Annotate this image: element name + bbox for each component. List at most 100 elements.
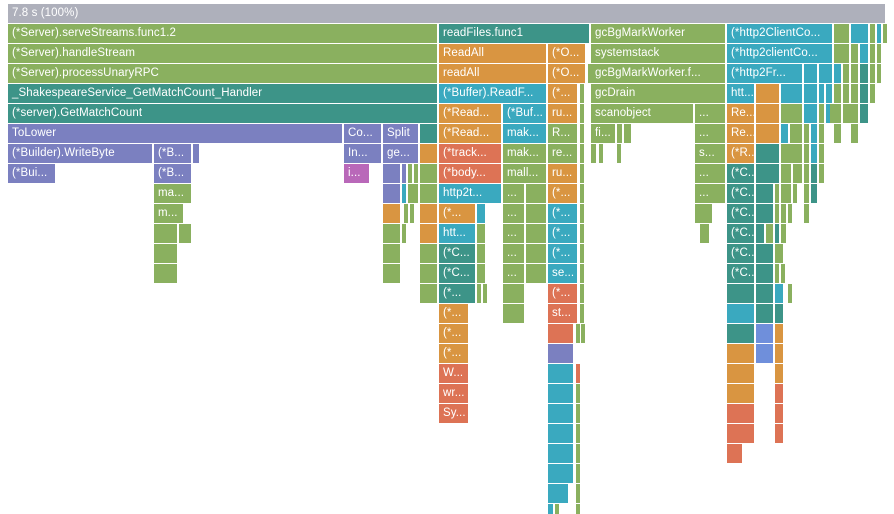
- flame-frame[interactable]: [727, 284, 755, 304]
- flame-frame[interactable]: mall...: [503, 164, 547, 184]
- flame-frame[interactable]: se...: [548, 264, 578, 284]
- flame-frame[interactable]: ru...: [548, 104, 578, 124]
- flame-frame[interactable]: mak...: [503, 144, 547, 164]
- flame-frame[interactable]: [580, 204, 585, 224]
- flame-frame[interactable]: [775, 424, 784, 444]
- flame-frame[interactable]: [477, 224, 486, 244]
- flame-frame[interactable]: (*body...: [439, 164, 502, 184]
- flame-frame[interactable]: [404, 204, 409, 224]
- flame-frame[interactable]: [193, 144, 200, 164]
- flame-frame[interactable]: [819, 104, 825, 124]
- flame-frame[interactable]: (*C...: [727, 244, 755, 264]
- flame-frame[interactable]: [811, 164, 818, 184]
- flame-frame[interactable]: (*Server).serveStreams.func1.2: [8, 24, 438, 44]
- flame-frame[interactable]: [580, 84, 585, 104]
- flame-frame[interactable]: mak...: [503, 124, 547, 144]
- flame-frame[interactable]: [548, 404, 574, 424]
- flame-frame[interactable]: [580, 264, 585, 284]
- flame-frame[interactable]: [383, 204, 401, 224]
- flame-frame[interactable]: [526, 204, 547, 224]
- flame-frame[interactable]: [877, 24, 882, 44]
- flame-frame[interactable]: [548, 424, 574, 444]
- flame-frame[interactable]: [819, 84, 825, 104]
- flame-frame[interactable]: htt...: [727, 84, 755, 104]
- flame-frame[interactable]: [576, 324, 581, 344]
- flame-frame[interactable]: (*Bui...: [8, 164, 56, 184]
- flame-frame[interactable]: (*Read...: [439, 124, 502, 144]
- flame-frame[interactable]: [548, 324, 574, 344]
- flame-frame[interactable]: [548, 484, 569, 504]
- flame-frame[interactable]: [781, 124, 789, 144]
- flame-frame[interactable]: [834, 44, 850, 64]
- flame-frame[interactable]: [420, 204, 438, 224]
- flame-frame[interactable]: (*track...: [439, 144, 502, 164]
- flame-frame[interactable]: (*Server).handleStream: [8, 44, 438, 64]
- flame-frame[interactable]: [383, 224, 401, 244]
- flame-frame[interactable]: [804, 184, 810, 204]
- flame-frame[interactable]: [420, 184, 438, 204]
- flame-frame[interactable]: [580, 304, 585, 324]
- flame-frame[interactable]: [804, 164, 810, 184]
- flame-frame[interactable]: [819, 164, 825, 184]
- flame-frame[interactable]: [756, 344, 774, 364]
- flame-frame[interactable]: [781, 104, 803, 124]
- flame-frame[interactable]: [576, 384, 581, 404]
- flame-frame[interactable]: [781, 204, 787, 224]
- flame-frame[interactable]: [870, 64, 876, 84]
- flame-frame[interactable]: [576, 364, 581, 384]
- flame-frame[interactable]: [811, 144, 818, 164]
- flame-frame[interactable]: (*O...: [548, 44, 586, 64]
- flame-frame[interactable]: [402, 164, 407, 184]
- flame-frame[interactable]: ReadAll: [439, 44, 547, 64]
- flame-frame[interactable]: (*...: [439, 284, 476, 304]
- flame-frame[interactable]: [526, 184, 547, 204]
- flame-frame[interactable]: [548, 344, 574, 364]
- flame-frame[interactable]: [408, 164, 413, 184]
- flame-frame[interactable]: [477, 244, 486, 264]
- flame-frame[interactable]: [775, 284, 784, 304]
- flame-frame[interactable]: (*...: [548, 284, 578, 304]
- flame-frame[interactable]: [727, 424, 755, 444]
- flame-frame[interactable]: (*C...: [439, 264, 476, 284]
- flame-frame[interactable]: [775, 184, 780, 204]
- flame-frame[interactable]: [580, 184, 585, 204]
- flame-frame[interactable]: [477, 264, 486, 284]
- flame-frame[interactable]: [503, 304, 525, 324]
- flame-frame[interactable]: [420, 264, 438, 284]
- flame-frame[interactable]: [402, 224, 407, 244]
- flame-frame[interactable]: (*Buf...: [503, 104, 547, 124]
- flame-frame[interactable]: [756, 304, 774, 324]
- flame-frame[interactable]: [819, 64, 833, 84]
- flame-frame[interactable]: ...: [503, 224, 525, 244]
- flame-frame[interactable]: [580, 144, 585, 164]
- flame-frame[interactable]: fi...: [591, 124, 616, 144]
- flame-frame[interactable]: [819, 124, 825, 144]
- flame-frame[interactable]: [804, 104, 818, 124]
- flame-frame[interactable]: ...: [695, 124, 726, 144]
- flame-frame[interactable]: systemstack: [591, 44, 726, 64]
- flame-frame[interactable]: R...: [548, 124, 578, 144]
- flame-frame[interactable]: (*Read...: [439, 104, 502, 124]
- flame-frame[interactable]: [477, 284, 482, 304]
- flame-frame[interactable]: ...: [503, 184, 525, 204]
- flame-frame[interactable]: [860, 44, 869, 64]
- flame-frame[interactable]: [843, 84, 850, 104]
- flame-frame[interactable]: (*C...: [439, 244, 476, 264]
- flame-frame[interactable]: [781, 264, 786, 284]
- flame-frame[interactable]: [383, 244, 401, 264]
- flame-frame[interactable]: htt...: [439, 224, 476, 244]
- flame-frame[interactable]: [599, 144, 604, 164]
- flame-frame[interactable]: [775, 304, 784, 324]
- flame-frame[interactable]: ...: [695, 164, 726, 184]
- flame-frame[interactable]: [580, 224, 585, 244]
- flame-frame[interactable]: [756, 224, 765, 244]
- flame-frame[interactable]: m...: [154, 204, 184, 224]
- flame-frame[interactable]: [834, 84, 842, 104]
- flame-frame[interactable]: [851, 84, 859, 104]
- flame-frame[interactable]: [804, 124, 810, 144]
- flame-frame[interactable]: [580, 244, 585, 264]
- flame-frame[interactable]: (*...: [548, 184, 578, 204]
- flame-frame[interactable]: [781, 144, 803, 164]
- flame-frame[interactable]: [483, 284, 488, 304]
